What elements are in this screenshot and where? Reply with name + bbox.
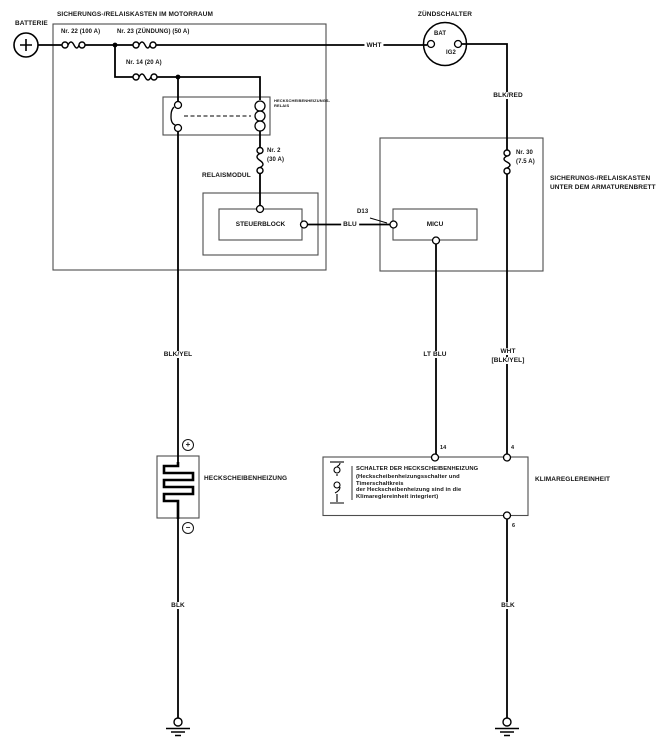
fuse-2-icon	[256, 146, 264, 175]
wire-label-blk-left: BLK	[169, 601, 187, 609]
climate-unit-outline	[322, 456, 529, 517]
engine-fusebox-outline	[52, 23, 327, 271]
climate-terminal-4	[502, 453, 512, 462]
terminal-bat-label: BAT	[434, 31, 447, 37]
connector-d13-label: D13	[357, 209, 369, 215]
fuse-30-label-line1: Nr. 30	[516, 150, 533, 156]
wire-label-blkred: BLK/RED	[491, 91, 525, 99]
climate-note-line4: Klimareglereinheit integriert)	[356, 493, 439, 500]
ground-left-icon	[166, 717, 190, 737]
micu-left-terminal	[389, 220, 398, 229]
wire-label-blkyel: BLK/YEL	[161, 350, 195, 358]
relay-name-line2: RELAIS	[274, 103, 290, 108]
relay-outline	[162, 96, 271, 136]
battery-icon	[13, 32, 39, 58]
dash-fusebox-outline	[379, 137, 544, 272]
wire-label-blu: BLU	[341, 220, 359, 228]
relay-contact-blade	[170, 106, 178, 127]
wire-label-wht2-line1: WHT	[498, 348, 518, 355]
climate-pin-6: 6	[512, 523, 516, 529]
defogger-label: HECKSCHEIBENHEIZUNG	[204, 475, 288, 482]
defogger-plus-terminal: +	[182, 439, 194, 451]
ground-right-icon	[495, 717, 519, 737]
defogger-minus-terminal: −	[182, 522, 194, 534]
fuse-14-label: Nr. 14 (20 A)	[126, 60, 162, 66]
climate-pin-14: 14	[440, 445, 447, 451]
climate-terminal-6	[502, 511, 512, 520]
climate-note-line3: der Heckscheibenheizung sind in die	[356, 487, 462, 493]
ignition-switch-title: ZÜNDSCHALTER	[417, 11, 473, 18]
climate-terminal-14	[430, 453, 440, 462]
fuse-30-icon	[503, 149, 511, 175]
fuse-23-label: Nr. 23 (ZÜNDUNG) (50 A)	[117, 29, 190, 35]
terminal-ig2-label: IG2	[446, 50, 456, 56]
fuse-14-icon	[132, 73, 158, 81]
relay-icon	[170, 100, 266, 133]
defogger-grid-icon	[162, 462, 195, 519]
d13-leader-line	[369, 217, 388, 224]
steuerblock-top-terminal	[255, 204, 265, 214]
fuse-2-label-line2: (30 A)	[267, 157, 285, 163]
wire-label-wht: WHT	[364, 41, 384, 49]
fuse-22-label: Nr. 22 (100 A)	[61, 29, 101, 35]
steuerblock-label: STEUERBLOCK	[235, 221, 286, 228]
branch-fuse14	[112, 42, 261, 101]
relay-coil-icon	[254, 100, 266, 132]
climate-note-line1: (Heckscheibenheizungsschalter und	[356, 474, 460, 480]
wire-label-blk-right: BLK	[499, 601, 517, 609]
climate-pin-4: 4	[511, 445, 515, 451]
relay-name-line1: HECKSCHEIBENHEIZUNGS-	[274, 98, 331, 103]
wire-label-wht2-line2: [BLK/YEL]	[489, 357, 527, 364]
fuse-30-label-line2: (7.5 A)	[516, 159, 535, 165]
dash-fusebox-title-line1: SICHERUNGS-/RELAISKASTEN	[550, 175, 651, 182]
climate-unit-label: KLIMAREGLEREINHEIT	[535, 476, 611, 483]
ignition-switch-icon	[422, 21, 468, 67]
relay-module-label: RELAISMODUL	[202, 172, 251, 179]
climate-note-line2: Timerschaltkreis	[356, 480, 404, 487]
fuse-2-label-line1: Nr. 2	[267, 148, 281, 154]
wire-label-ltblu: LT BLU	[421, 350, 449, 358]
micu-label: MICU	[426, 221, 444, 228]
climate-switch-title: SCHALTER DER HECKSCHEIBENHEIZUNG	[356, 466, 479, 472]
battery-label: BATTERIE	[15, 20, 48, 27]
fuse-23-icon	[132, 41, 157, 49]
engine-fusebox-title: SICHERUNGS-/RELAISKASTEN IM MOTORRAUM	[57, 11, 213, 18]
dash-fusebox-title-line2: UNTER DEM ARMATURENBRETT	[550, 184, 656, 191]
fuse-22-icon	[61, 41, 86, 49]
defogger-switch-icon	[330, 461, 353, 504]
